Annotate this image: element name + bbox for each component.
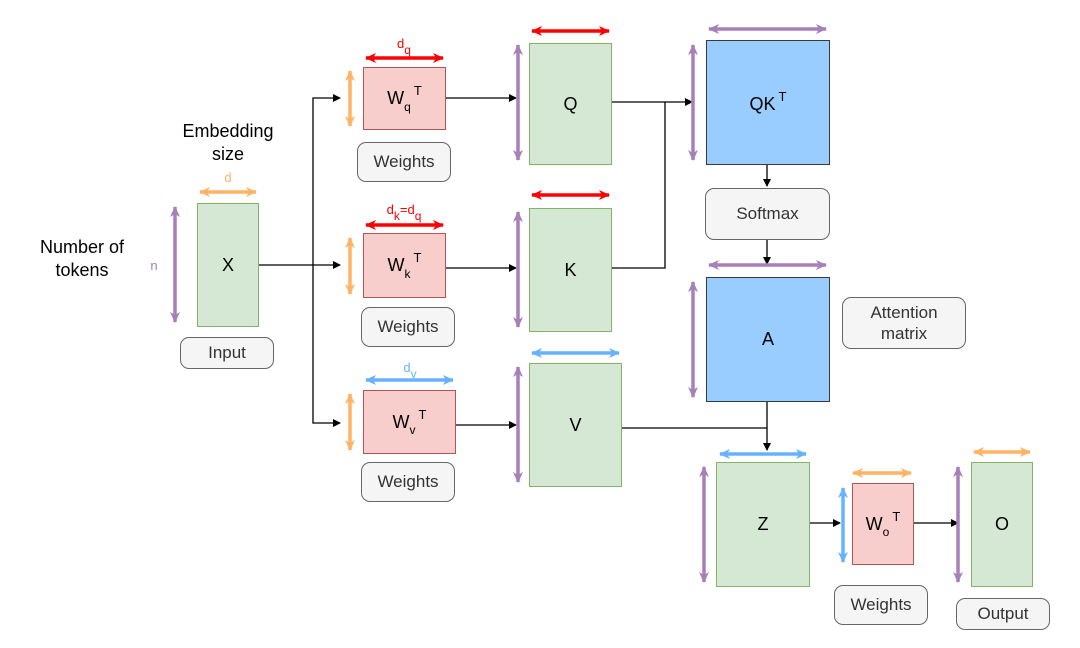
matrix-x: X bbox=[197, 203, 259, 327]
softmax-chip: Softmax bbox=[705, 188, 830, 240]
matrix-wk-label: WkT bbox=[387, 250, 422, 281]
matrix-z: Z bbox=[716, 462, 810, 587]
matrix-x-label: X bbox=[221, 254, 234, 275]
connector-x-to-wq bbox=[312, 94, 341, 265]
number-of-tokens-label: Number of tokens bbox=[39, 237, 125, 281]
weights-chip-o: Weights bbox=[834, 585, 928, 625]
matrix-wq-label: WqT bbox=[387, 83, 422, 114]
matrix-v: V bbox=[529, 363, 622, 487]
embedding-size-label: Embedding size bbox=[182, 121, 274, 165]
connector-k-to-qk bbox=[612, 102, 666, 269]
matrix-a: A bbox=[706, 277, 830, 402]
input-chip: Input bbox=[180, 337, 274, 369]
matrix-v-label: V bbox=[569, 414, 582, 435]
matrix-wo-label: WoT bbox=[865, 508, 901, 540]
weights-chip-v: Weights bbox=[361, 462, 455, 502]
dim-label-dv: dv bbox=[403, 360, 417, 381]
matrix-z-label: Z bbox=[757, 514, 769, 534]
weights-chip-q: Weights bbox=[357, 142, 451, 182]
matrix-wk: WkT bbox=[363, 233, 446, 298]
matrix-wv-label: WvT bbox=[392, 406, 427, 438]
matrix-a-label: A bbox=[761, 329, 774, 349]
matrix-q: Q bbox=[529, 43, 612, 165]
matrix-k-label: K bbox=[564, 259, 577, 280]
dim-label-d: d bbox=[224, 170, 232, 185]
matrix-wq: WqT bbox=[363, 67, 446, 130]
matrix-k: K bbox=[529, 208, 612, 332]
matrix-q-label: Q bbox=[563, 93, 578, 114]
matrix-o: O bbox=[971, 462, 1033, 587]
dim-label-n: n bbox=[150, 258, 158, 273]
dim-label-dk-eq-dq: dk=dq bbox=[386, 202, 422, 223]
weights-chip-k: Weights bbox=[361, 307, 455, 347]
matrix-wo: WoT bbox=[852, 483, 914, 565]
attention-matrix-chip: Attention matrix bbox=[842, 297, 966, 349]
output-chip: Output bbox=[956, 598, 1050, 630]
matrix-o-label: O bbox=[994, 514, 1009, 534]
dim-label-dq: dq bbox=[397, 36, 411, 57]
connector-x-to-wv bbox=[312, 265, 341, 427]
matrix-wv: WvT bbox=[363, 390, 456, 454]
